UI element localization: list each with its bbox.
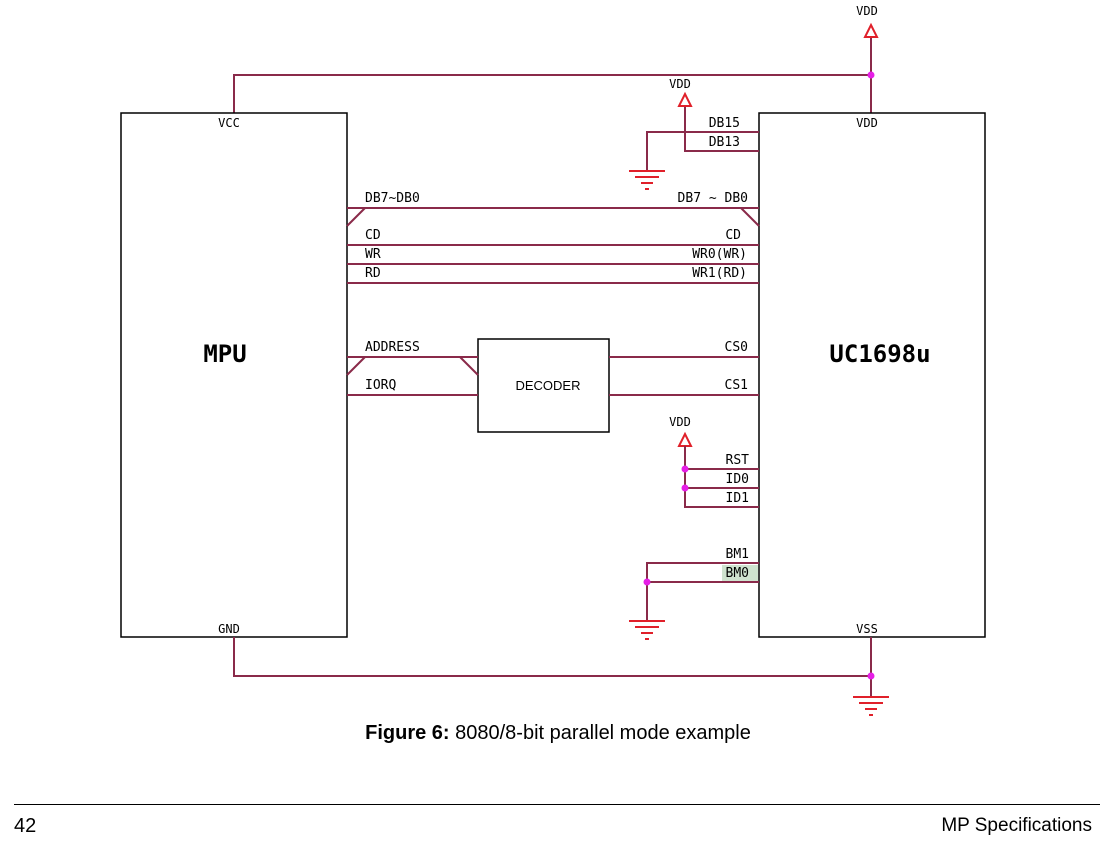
page-number: 42 <box>14 815 37 837</box>
uc-bm1-label: BM1 <box>726 547 749 562</box>
bm1-wire <box>646 562 759 620</box>
mpu-rd-label: RD <box>365 266 381 281</box>
db13-label: DB13 <box>709 135 740 150</box>
figure-text: 8080/8-bit parallel mode example <box>449 722 751 744</box>
uc-cd-label: CD <box>725 228 741 243</box>
bus-slash-right <box>740 207 760 227</box>
address-slash-right <box>459 356 479 376</box>
uc-id0-label: ID0 <box>726 472 749 487</box>
uc1698u-block <box>758 112 986 638</box>
uc-wr0-label: WR0(WR) <box>692 247 747 262</box>
address-slash-left <box>346 356 366 376</box>
uc1698u-title: UC1698u <box>829 340 930 368</box>
decoder-block <box>477 338 610 433</box>
vdd-db-symbol <box>677 91 693 107</box>
ground-symbol-bm <box>629 620 665 640</box>
junction-dot <box>681 465 689 473</box>
db15-label: DB15 <box>709 116 740 131</box>
footer-divider <box>14 804 1100 805</box>
mpu-title: MPU <box>203 340 246 368</box>
ground-symbol-db <box>629 170 665 190</box>
uc-id1-label: ID1 <box>726 491 749 506</box>
vdd-rst-symbol <box>677 431 693 447</box>
vdd-top-label: VDD <box>856 4 878 18</box>
schematic-diagram: VDD VCC GND MPU VDD VSS UC1698u VDD DB15… <box>120 4 986 716</box>
ground-symbol-main <box>853 696 889 716</box>
uc-wr1-label: WR1(RD) <box>692 266 747 281</box>
uc-vss-label: VSS <box>856 622 878 636</box>
mpu-bus-label: DB7~DB0 <box>365 191 420 206</box>
db13-wire <box>684 106 759 152</box>
mpu-cd-label: CD <box>365 228 381 243</box>
mpu-vcc-label: VCC <box>218 116 240 130</box>
gnd-wire <box>233 637 871 677</box>
uc-bm0-label: BM0 <box>726 566 749 581</box>
db15-wire <box>646 131 759 170</box>
uc-vdd-label: VDD <box>856 116 878 130</box>
vcc-wire <box>233 74 871 113</box>
junction-dot <box>867 71 875 79</box>
figure-label: Figure 6: <box>365 722 450 744</box>
vdd-top-symbol <box>863 22 879 38</box>
vdd-db-label: VDD <box>669 77 691 91</box>
uc-rst-label: RST <box>726 453 750 468</box>
mpu-address-label: ADDRESS <box>365 340 420 355</box>
mpu-gnd-label: GND <box>218 622 240 636</box>
uc-cs0-label: CS0 <box>725 340 748 355</box>
junction-dot <box>681 484 689 492</box>
mpu-iorq-label: IORQ <box>365 378 396 393</box>
mpu-block <box>120 112 348 638</box>
figure-caption: Figure 6: 8080/8-bit parallel mode examp… <box>0 722 1116 745</box>
uc-bus-label: DB7 ~ DB0 <box>678 191 748 206</box>
decoder-label: DECODER <box>515 378 580 393</box>
junction-dot <box>867 672 875 680</box>
document-name: MP Specifications <box>941 815 1092 836</box>
junction-dot <box>643 578 651 586</box>
bm0-highlight <box>722 565 758 581</box>
uc-cs1-label: CS1 <box>725 378 748 393</box>
mpu-wr-label: WR <box>365 247 381 262</box>
vdd-rst-label: VDD <box>669 415 691 429</box>
bus-slash-left <box>346 207 366 227</box>
